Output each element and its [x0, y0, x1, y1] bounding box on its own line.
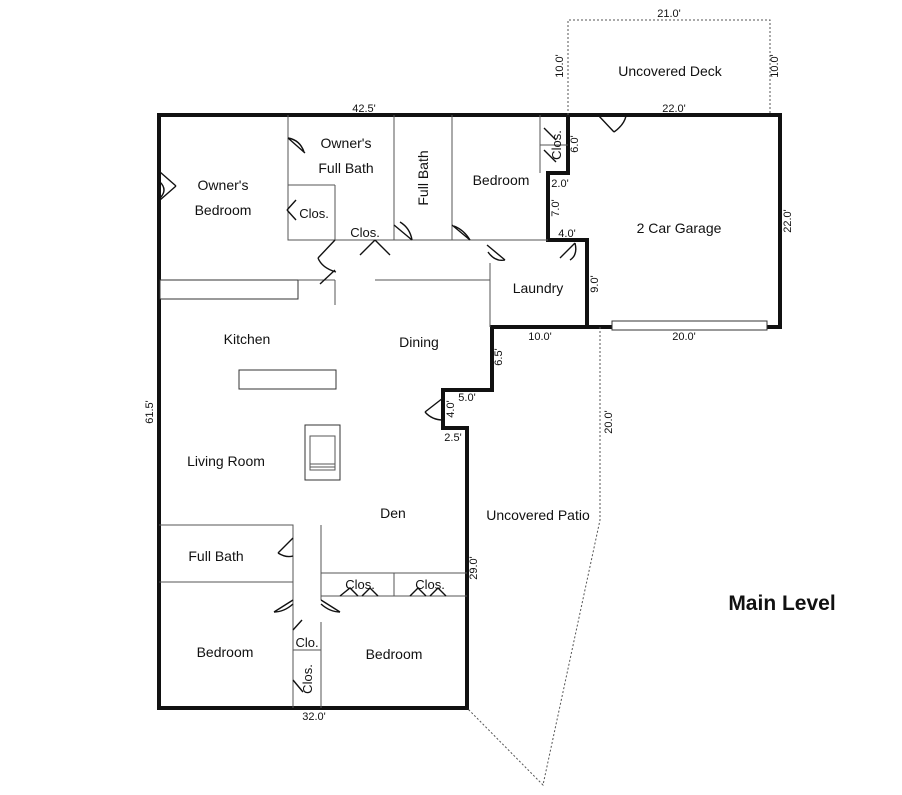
owners-hall-closet-label: Clos.: [350, 225, 380, 240]
dim-step-2-5: 2.5': [444, 432, 461, 444]
bedroom-lower-right-label: Bedroom: [366, 646, 423, 662]
full-bath-lower-label: Full Bath: [188, 548, 243, 564]
owners-bedroom-label-2: Bedroom: [195, 202, 252, 218]
dim-garage-bottom: 20.0': [672, 331, 696, 343]
closet-labels: Clos. Clos. Clos. Clos. Clos. Clo. Clos.: [295, 130, 564, 694]
owners-bedroom-label-1: Owner's: [198, 177, 249, 193]
dim-step-5: 5.0': [458, 392, 475, 404]
doors: [159, 114, 627, 693]
dim-step-6-5: 6.5': [493, 348, 505, 365]
living-room-label: Living Room: [187, 453, 265, 469]
outdoor-outlines: [466, 19, 771, 787]
dim-deck-depth-right: 10.0': [769, 54, 781, 78]
kitchen-label: Kitchen: [224, 331, 271, 347]
room-labels: Owner's Bedroom Owner's Full Bath Full B…: [187, 63, 723, 662]
owners-bath-label-2: Full Bath: [318, 160, 373, 176]
dim-den-wall: 29.0': [468, 556, 480, 580]
den-label: Den: [380, 505, 406, 521]
dim-deck-width: 21.0': [657, 8, 681, 20]
bedroom-upper-label: Bedroom: [473, 172, 530, 188]
uncovered-deck-label: Uncovered Deck: [618, 63, 722, 79]
dim-step-4: 4.0': [445, 400, 457, 417]
owners-bath-label-1: Owner's: [321, 135, 372, 151]
garage-label: 2 Car Garage: [637, 220, 722, 236]
dim-closet-wall: 6.0': [569, 135, 581, 152]
full-bath-vertical-label: Full Bath: [415, 150, 431, 205]
den-closet-left-label: Clos.: [345, 577, 375, 592]
exterior-walls: [157, 113, 782, 710]
dim-jog-2: 2.0': [551, 178, 568, 190]
owners-bath-closet-label: Clos.: [299, 206, 329, 221]
dim-laundry-side: 9.0': [589, 275, 601, 292]
upper-bedroom-closet-label: Clos.: [549, 130, 564, 160]
dim-jog-4-top: 4.0': [558, 228, 575, 240]
dim-deck-depth-left: 10.0': [554, 54, 566, 78]
plan-title: Main Level: [728, 592, 835, 615]
dimension-labels: 21.0' 10.0' 10.0' 42.5' 22.0' 22.0' 20.0…: [144, 8, 794, 723]
laundry-label: Laundry: [513, 280, 564, 296]
dim-top-wall: 42.5': [352, 103, 376, 115]
lower-closet-vertical-label: Clos.: [300, 664, 315, 694]
lower-closet-horizontal-label: Clo.: [295, 635, 318, 650]
dim-laundry-bottom: 10.0': [528, 331, 552, 343]
uncovered-patio-label: Uncovered Patio: [486, 507, 590, 523]
dim-garage-top: 22.0': [662, 103, 686, 115]
bedroom-lower-left-label: Bedroom: [197, 644, 254, 660]
den-closet-right-label: Clos.: [415, 577, 445, 592]
dim-patio-side: 20.0': [603, 410, 615, 434]
dim-jog-7: 7.0': [550, 199, 562, 216]
dim-bottom-wall: 32.0': [302, 711, 326, 723]
dining-label: Dining: [399, 334, 439, 350]
dim-garage-right: 22.0': [782, 209, 794, 233]
dim-left-wall: 61.5': [144, 400, 156, 424]
interior-walls: [159, 115, 768, 708]
